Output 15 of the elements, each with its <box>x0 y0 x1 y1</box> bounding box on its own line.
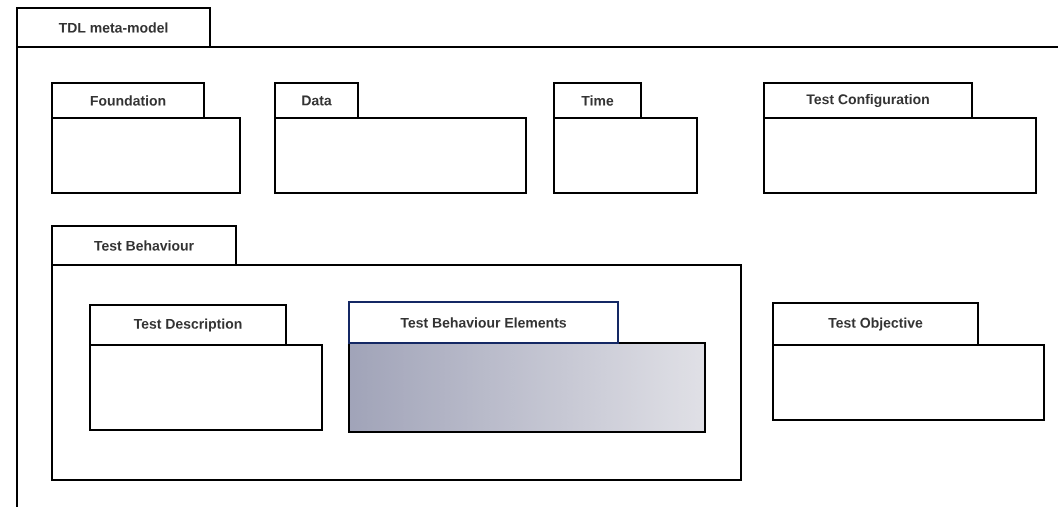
node-label: Test Configuration <box>806 93 929 108</box>
package-box: Data <box>274 82 527 194</box>
node-label: Test Behaviour Elements <box>400 317 567 328</box>
node-label: Test Objective <box>828 317 923 331</box>
node-label: Foundation <box>90 95 166 106</box>
node-label: Time <box>581 95 614 106</box>
node-label: Test Description <box>133 318 242 332</box>
package-box: Time <box>553 82 698 194</box>
package-box: Test Behaviour Elements <box>348 301 706 433</box>
package-box: Test Description <box>89 304 323 431</box>
package-box: Test Objective <box>772 302 1045 421</box>
package-box: Test Configuration <box>763 82 1037 194</box>
node-label: Data <box>302 95 332 106</box>
package-box: Foundation <box>51 82 241 194</box>
node-label: Test Behaviour <box>94 240 194 251</box>
